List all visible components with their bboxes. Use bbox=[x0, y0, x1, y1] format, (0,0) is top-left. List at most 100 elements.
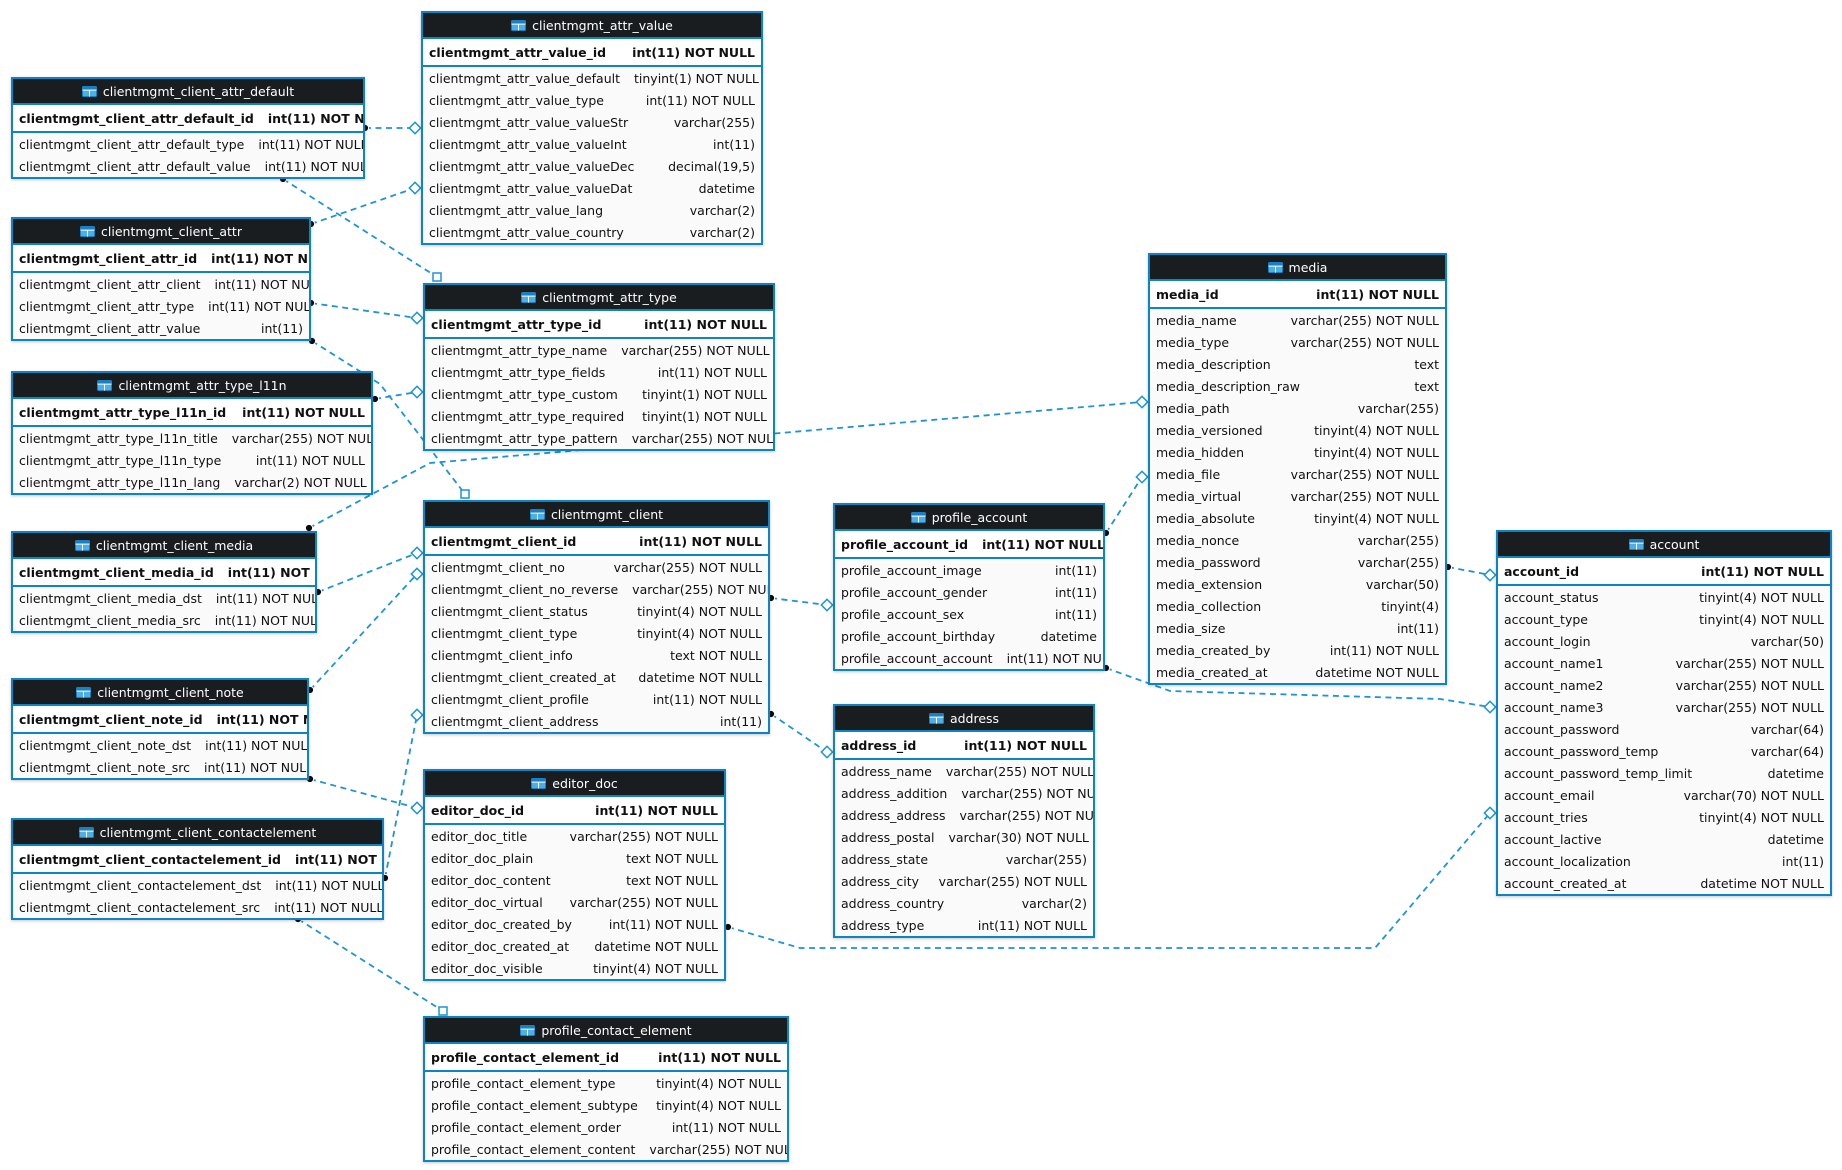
table-header[interactable]: media bbox=[1150, 255, 1445, 281]
table-header[interactable]: clientmgmt_attr_value bbox=[423, 13, 761, 39]
column-name: clientmgmt_client_id bbox=[431, 533, 577, 549]
relationship-clientmgmt_attr_type_l11n-to-clientmgmt_attr_type bbox=[370, 385, 424, 404]
table-header[interactable]: account bbox=[1498, 532, 1830, 558]
table-clientmgmt_attr_type[interactable]: clientmgmt_attr_type clientmgmt_attr_type… bbox=[423, 283, 775, 451]
table-header[interactable]: clientmgmt_client_attr bbox=[13, 219, 309, 245]
table-title: address bbox=[949, 710, 1000, 726]
column-name: media_created_at bbox=[1156, 664, 1268, 680]
table-title: clientmgmt_client_attr_default bbox=[102, 83, 295, 99]
column-name: address_address bbox=[841, 807, 946, 823]
table-title: profile_contact_element bbox=[541, 1022, 692, 1038]
diamond-connector-icon bbox=[1135, 470, 1149, 484]
table-header[interactable]: profile_account bbox=[835, 505, 1103, 531]
relationship-clientmgmt_client_attr-to-clientmgmt_client bbox=[307, 336, 470, 499]
square-connector-icon bbox=[460, 489, 470, 499]
column-name: clientmgmt_attr_type_pattern bbox=[431, 430, 618, 446]
column-name: clientmgmt_client_attr_client bbox=[19, 276, 201, 292]
column-name: clientmgmt_client_note_id bbox=[19, 711, 203, 727]
column-type: int(11) bbox=[261, 320, 303, 336]
table-icon bbox=[97, 379, 113, 391]
table-header[interactable]: clientmgmt_client_contactelement bbox=[13, 820, 382, 846]
table-icon bbox=[81, 85, 97, 97]
table-header[interactable]: clientmgmt_client_note bbox=[13, 680, 307, 706]
column-name: clientmgmt_attr_type_l11n_id bbox=[19, 404, 227, 420]
column-name: profile_account_account bbox=[841, 650, 993, 666]
table-clientmgmt_attr_value[interactable]: clientmgmt_attr_value clientmgmt_attr_val… bbox=[421, 11, 763, 245]
column-type: int(11) bbox=[713, 136, 755, 152]
table-header[interactable]: clientmgmt_attr_type bbox=[425, 285, 773, 311]
table-header[interactable]: clientmgmt_attr_type_l11n bbox=[13, 373, 371, 399]
table-title: clientmgmt_client_media bbox=[95, 537, 254, 553]
table-header[interactable]: profile_contact_element bbox=[425, 1018, 787, 1044]
column-type: tinyint(1) NOT NULL bbox=[642, 386, 767, 402]
column-type: int(11) NOT NULL bbox=[639, 533, 762, 549]
column-type: varchar(255) NOT NULL bbox=[961, 785, 1093, 801]
column-name: clientmgmt_attr_value_valueDec bbox=[429, 158, 635, 174]
column-name: editor_doc_title bbox=[431, 828, 528, 844]
table-header[interactable]: clientmgmt_client bbox=[425, 502, 768, 528]
table-clientmgmt_client_note[interactable]: clientmgmt_client_note clientmgmt_client_… bbox=[11, 678, 309, 780]
column-name: clientmgmt_attr_value_lang bbox=[429, 202, 604, 218]
column-name: media_created_by bbox=[1156, 642, 1271, 658]
table-clientmgmt_attr_type_l11n[interactable]: clientmgmt_attr_type_l11n clientmgmt_attr… bbox=[11, 371, 373, 495]
column-name: clientmgmt_client_media_dst bbox=[19, 590, 202, 606]
column-name: clientmgmt_attr_type_custom bbox=[431, 386, 618, 402]
column-type: int(11) NOT NULL bbox=[214, 276, 309, 292]
column-name: clientmgmt_client_profile bbox=[431, 691, 589, 707]
column-name: media_absolute bbox=[1156, 510, 1255, 526]
diamond-connector-icon bbox=[1483, 700, 1497, 714]
column-type: tinyint(4) NOT NULL bbox=[1314, 444, 1439, 460]
table-title: clientmgmt_attr_type bbox=[542, 289, 677, 305]
column-name: editor_doc_plain bbox=[431, 850, 534, 866]
table-clientmgmt_client_media[interactable]: clientmgmt_client_media clientmgmt_client… bbox=[11, 531, 317, 633]
table-header[interactable]: clientmgmt_client_media bbox=[13, 533, 315, 559]
column-type: datetime bbox=[1040, 628, 1097, 644]
table-header[interactable]: address bbox=[835, 706, 1093, 732]
diamond-connector-icon bbox=[820, 598, 834, 612]
table-profile_contact_element[interactable]: profile_contact_element profile_contact_e… bbox=[423, 1016, 789, 1162]
relationship-line bbox=[309, 573, 418, 691]
diamond-connector-icon bbox=[1135, 395, 1149, 409]
relationship-line bbox=[770, 597, 828, 606]
table-clientmgmt_client[interactable]: clientmgmt_client clientmgmt_client_id int… bbox=[423, 500, 770, 734]
table-icon bbox=[511, 19, 527, 31]
column-type: varchar(255) NOT NULL bbox=[959, 807, 1093, 823]
column-type: int(11) bbox=[1397, 620, 1439, 636]
column-type: tinyint(4) NOT NULL bbox=[656, 1097, 781, 1113]
column-name: account_email bbox=[1504, 787, 1595, 803]
table-header[interactable]: editor_doc bbox=[425, 771, 724, 797]
column-name: clientmgmt_attr_type_name bbox=[431, 342, 608, 358]
column-type: text bbox=[1414, 378, 1439, 394]
column-name: media_nonce bbox=[1156, 532, 1240, 548]
column-name: media_hidden bbox=[1156, 444, 1245, 460]
table-header[interactable]: clientmgmt_client_attr_default bbox=[13, 79, 363, 105]
diamond-connector-icon bbox=[408, 121, 422, 135]
